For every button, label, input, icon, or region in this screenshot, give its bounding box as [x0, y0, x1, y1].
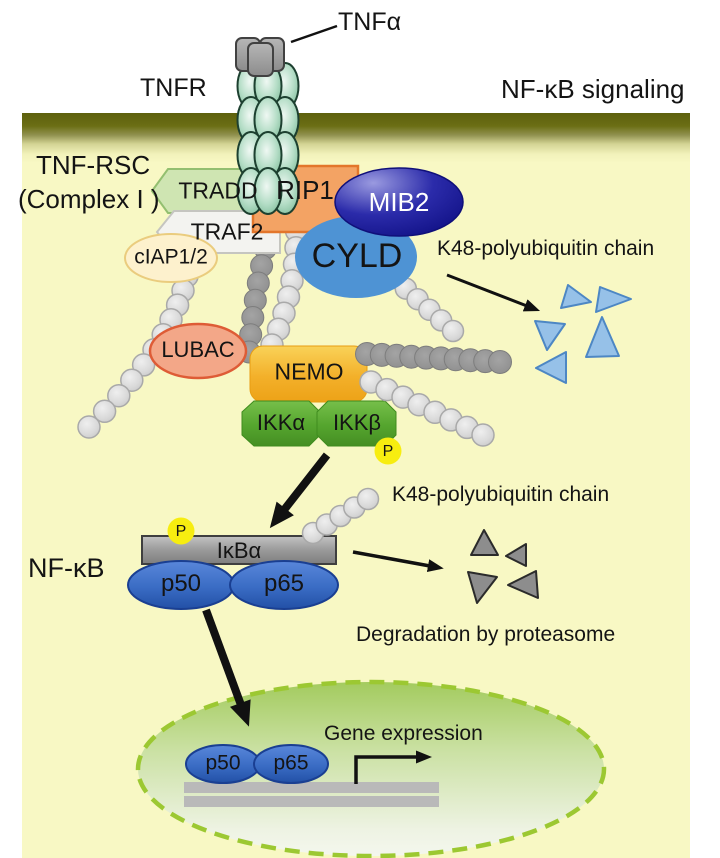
ubiquitin-chains-front [301, 342, 512, 545]
arrow-ikba-degradation [352, 550, 444, 573]
nucleus-envelope [135, 679, 607, 858]
tnfr-receptor [236, 62, 300, 215]
blue-triangle [595, 286, 632, 313]
ubiquitin-circle [120, 368, 144, 392]
ubiquitin-circle [488, 350, 512, 374]
ubiquitin-circle [356, 487, 380, 511]
dna-strand-top [184, 782, 439, 793]
mib2-shape [334, 167, 464, 237]
arrow-ikk-to-ikba [269, 452, 331, 529]
ubiquitin-circle [77, 415, 101, 439]
degraded-fragments-gray [467, 529, 539, 604]
gray-triangle [470, 529, 499, 556]
phospho-badge-ikba [167, 517, 195, 545]
transcription-start-arrow [354, 750, 432, 784]
dna-strand-bottom [184, 796, 439, 807]
tnf-ligand-trimer [235, 24, 338, 77]
flow-arrows [202, 273, 541, 784]
gray-triangle [505, 543, 527, 567]
tnfr-subunit-oval [253, 167, 283, 215]
blue-triangle [560, 284, 592, 309]
blue-triangle [585, 316, 620, 358]
ubiquitin-circle [92, 399, 117, 424]
arrow-k48-release [446, 273, 541, 312]
tnfa-callout-line [290, 24, 338, 44]
k48-fragments-blue [534, 284, 632, 384]
tnf-ligand-unit [247, 42, 274, 77]
gray-triangle [467, 571, 498, 604]
p50-shape [127, 560, 235, 610]
ikk-alpha-shape [241, 400, 321, 447]
protein-shapes [124, 164, 464, 784]
ciap-shape [124, 233, 218, 283]
lubac-shape [148, 322, 248, 380]
cyld-shape [295, 216, 417, 298]
nucleus [135, 679, 607, 858]
arrow-nfkb-to-nucleus [202, 608, 251, 727]
ubiquitin-circle [441, 319, 465, 343]
ubiquitin-circle [471, 423, 495, 447]
p50-nuclear-shape [185, 744, 261, 784]
blue-triangle [535, 351, 567, 384]
gray-triangle [507, 570, 539, 599]
p65-shape [229, 560, 339, 610]
blue-triangle [534, 320, 566, 351]
ubiquitin-circle [107, 383, 131, 408]
p65-nuclear-shape [253, 744, 329, 784]
phospho-badge-ikk [374, 437, 402, 465]
nemo-shape [249, 345, 368, 403]
